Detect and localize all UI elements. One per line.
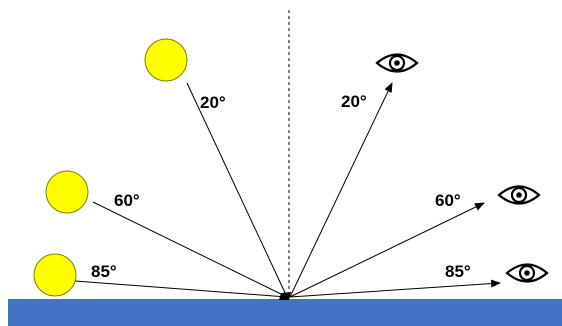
eye-icon bbox=[497, 185, 541, 205]
incident-angle-label-85: 85° bbox=[91, 262, 117, 281]
eye-icon bbox=[375, 53, 419, 73]
incident-ray-60 bbox=[92, 201, 288, 298]
reflected-ray-85 bbox=[289, 279, 501, 298]
reflected-ray-60 bbox=[289, 202, 485, 298]
sun-icon bbox=[144, 38, 188, 82]
reflected-angle-label-60: 60° bbox=[435, 191, 461, 210]
incident-angle-label-60: 60° bbox=[114, 191, 140, 210]
incident-angle-label-20: 20° bbox=[200, 93, 226, 112]
eye-icon bbox=[505, 263, 549, 283]
sample-surface bbox=[8, 299, 562, 326]
incident-ray-85 bbox=[74, 280, 288, 298]
incident-ray-20 bbox=[186, 82, 288, 298]
sun-icon bbox=[45, 170, 89, 214]
reflected-angle-label-20: 20° bbox=[341, 92, 367, 111]
sun-icon bbox=[33, 253, 77, 297]
reflected-ray-20 bbox=[289, 82, 393, 298]
incidence-point bbox=[279, 292, 291, 300]
reflected-angle-label-85: 85° bbox=[445, 262, 471, 281]
